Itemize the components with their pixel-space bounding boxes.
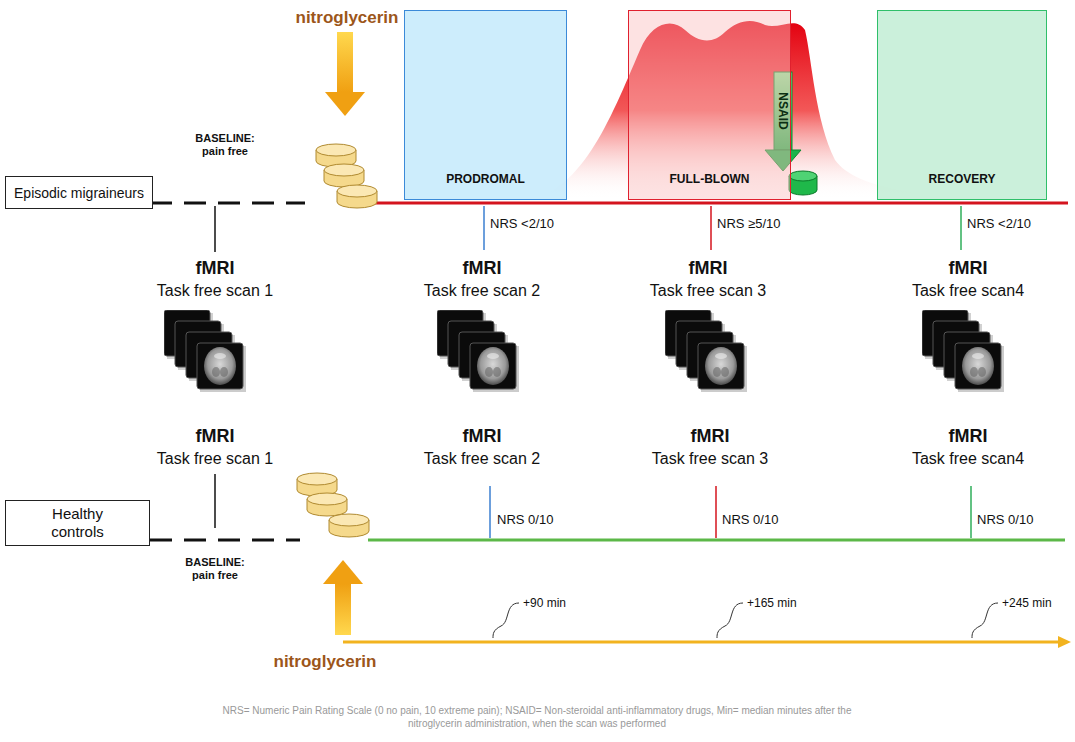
- scan-title: fMRI: [463, 426, 502, 448]
- scan-title: fMRI: [196, 426, 235, 448]
- time-label: +165 min: [747, 596, 797, 610]
- phase-note: BASELINE: pain free: [188, 132, 262, 158]
- scan-label: Task free scan 2: [424, 449, 541, 468]
- pain-score: NRS <2/10: [490, 216, 554, 232]
- scan-label: Task free scan 1: [157, 449, 274, 468]
- time-label: +90 min: [523, 596, 566, 610]
- scan-title: fMRI: [196, 258, 235, 280]
- scan-title: fMRI: [949, 426, 988, 448]
- drug-label: nitroglycerin: [296, 8, 399, 28]
- drug-label: NSAID: [776, 92, 790, 129]
- phase-box: RECOVERY: [877, 10, 1047, 200]
- node-text: Healthy controls: [30, 505, 125, 541]
- time-label: +245 min: [1002, 596, 1052, 610]
- scan-title: fMRI: [463, 258, 502, 280]
- phase-note: BASELINE: pain free: [178, 556, 252, 582]
- scan-label: Task free scan4: [912, 449, 1024, 468]
- scan-title: fMRI: [691, 426, 730, 448]
- scan-label: Task free scan 2: [424, 281, 541, 300]
- scan-title: fMRI: [949, 258, 988, 280]
- pain-score: NRS 0/10: [722, 512, 778, 528]
- node-text: PRODROMAL: [446, 172, 525, 186]
- group-box: Episodic migraineurs: [5, 176, 153, 209]
- pain-score: NRS <2/10: [967, 216, 1031, 232]
- scan-label: Task free scan 1: [157, 281, 274, 300]
- scan-label: Task free scan4: [912, 281, 1024, 300]
- phase-box: PRODROMAL: [404, 10, 567, 200]
- node-text: FULL-BLOWN: [670, 172, 750, 186]
- node-text: Episodic migraineurs: [14, 185, 144, 202]
- scan-label: Task free scan 3: [652, 449, 769, 468]
- phase-box: FULL-BLOWN: [628, 10, 791, 200]
- figure-caption: NRS= Numeric Pain Rating Scale (0 no pai…: [222, 704, 852, 730]
- node-text: RECOVERY: [929, 172, 996, 186]
- pain-score: NRS 0/10: [977, 512, 1033, 528]
- scan-label: Task free scan 3: [650, 281, 767, 300]
- pain-score: NRS ≥5/10: [717, 216, 781, 232]
- group-box: Healthy controls: [5, 500, 150, 546]
- pain-score: NRS 0/10: [497, 512, 553, 528]
- drug-label: nitroglycerin: [274, 652, 377, 672]
- scan-title: fMRI: [689, 258, 728, 280]
